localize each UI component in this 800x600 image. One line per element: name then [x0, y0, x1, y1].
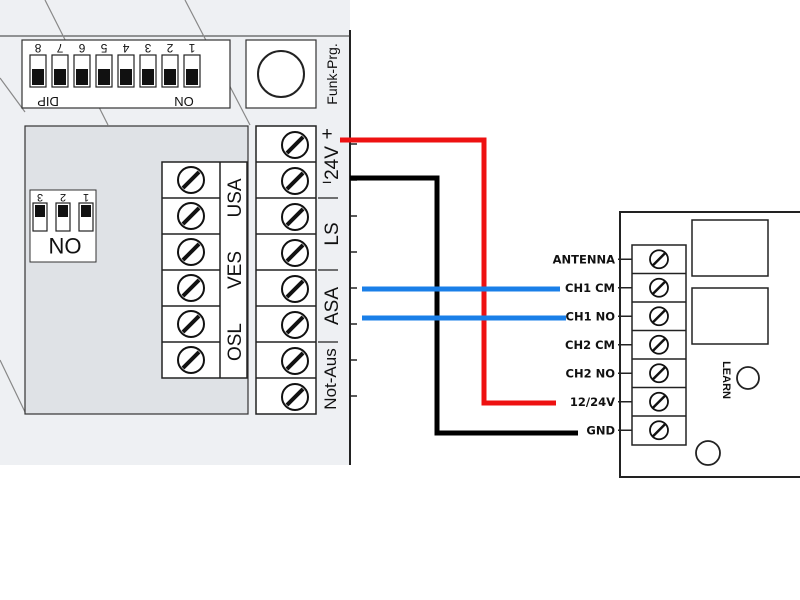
- outer-label-asa: ASA: [322, 287, 343, 325]
- dip-switch-8-toggle-6[interactable]: [76, 69, 88, 85]
- dip-switch-8-on-label: ON: [174, 94, 194, 109]
- outer-label-ls: LS: [322, 222, 343, 245]
- relay-1: [691, 219, 769, 277]
- outer-label-not-aus: Not-Aus: [321, 348, 340, 409]
- dip-switch-3-on-label: ON: [49, 233, 82, 258]
- board-edge-ticks: [350, 143, 357, 397]
- receiver-label-ch1-cm: CH1 CM: [565, 281, 615, 295]
- outer-terminal-screw-6: [281, 311, 309, 339]
- plus-sign: +: [321, 124, 332, 145]
- dip-switch-8-toggle-2[interactable]: [164, 69, 176, 85]
- dip-switch-3-toggle-1[interactable]: [81, 205, 91, 217]
- inner-label-usa: USA: [225, 178, 246, 217]
- black-wire: [350, 175, 578, 436]
- outer-terminal-screw-8: [281, 383, 309, 411]
- dip-switch-8-number-3: 3: [144, 41, 151, 55]
- outer-terminal-screw-7: [281, 347, 309, 375]
- receiver-label-12-24v: 12/24V: [570, 395, 615, 409]
- receiver-terminal-6: [618, 391, 669, 412]
- inner-terminal-screw-5: [177, 310, 205, 338]
- inner-terminal-screw-6: [177, 346, 205, 374]
- dip-switch-8-toggle-3[interactable]: [142, 69, 154, 85]
- inner-terminal-screw-3: [177, 238, 205, 266]
- dip-switch-8-numbers: 8 7 6 5 4 3 2 1: [34, 41, 195, 55]
- outer-terminal-screw-4: [281, 239, 309, 267]
- dip-switch-8-toggle-7[interactable]: [54, 69, 66, 85]
- inner-terminal-screw-2: [177, 202, 205, 230]
- receiver-label-gnd: GND: [586, 423, 615, 437]
- dip-switch-8-number-2: 2: [166, 41, 173, 55]
- relay-2: [691, 287, 769, 345]
- dip-switch-3-number-1: 1: [83, 191, 89, 203]
- receiver-terminal-4: [618, 334, 669, 355]
- dip-switch-8-toggle-4[interactable]: [120, 69, 132, 85]
- minus-sign: −: [322, 173, 332, 192]
- inner-label-ves: VES: [225, 251, 246, 289]
- outer-terminal-block: 24V + − LS ASA Not-Aus: [255, 124, 343, 415]
- learn-label: LEARN: [720, 361, 732, 399]
- dip-switch-8-number-7: 7: [56, 41, 63, 55]
- inner-terminal-screw-1: [177, 166, 205, 194]
- learn-button[interactable]: [736, 366, 760, 390]
- inner-label-osl: OSL: [225, 323, 246, 361]
- dip-switch-3-toggle-2[interactable]: [58, 205, 68, 217]
- funk-prg-button-cap[interactable]: [257, 50, 305, 98]
- dip-switch-3-numbers: 3 2 1: [37, 191, 89, 203]
- dip-switch-3-number-2: 2: [60, 191, 66, 203]
- outer-terminal-screw-1: [281, 131, 309, 159]
- dip-switch-8-toggles: [29, 54, 201, 88]
- receiver-terminal-3: [618, 306, 669, 327]
- funk-prg-label: Funk-Prg.: [324, 43, 340, 104]
- dip-switch-8-number-8: 8: [34, 41, 41, 55]
- dip-switch-8-toggle-8[interactable]: [32, 69, 44, 85]
- receiver-terminal-2: [618, 277, 669, 298]
- receiver-terminal-1: [618, 249, 669, 270]
- dip-switch-3-toggle-3[interactable]: [35, 205, 45, 217]
- inner-terminal-screw-4: [177, 274, 205, 302]
- status-led: [695, 440, 721, 466]
- dip-switch-3-number-3: 3: [37, 191, 43, 203]
- funk-prg-button[interactable]: [245, 39, 317, 109]
- receiver-label-ch2-no: CH2 NO: [566, 366, 616, 380]
- receiver-label-ch1-no: CH1 NO: [566, 309, 616, 323]
- outer-label-24v: 24V: [322, 146, 343, 180]
- dip-switch-8-number-1: 1: [188, 41, 195, 55]
- inner-terminal-block: USA VES OSL: [161, 161, 248, 379]
- wires: [340, 137, 578, 436]
- receiver-label-ch2-cm: CH2 CM: [565, 338, 615, 352]
- dip-switch-8-number-6: 6: [78, 41, 85, 55]
- receiver-terminal-labels: ANTENNA CH1 CM CH1 NO CH2 CM CH2 NO 12/24V GND: [553, 252, 616, 437]
- outer-terminal-screws: [256, 131, 316, 411]
- outer-terminal-screw-3: [281, 203, 309, 231]
- receiver-module: ANTENNA CH1 CM CH1 NO CH2 CM CH2 NO 12/24V GND…: [553, 211, 800, 478]
- dip-switch-3-toggles: [32, 202, 94, 232]
- receiver-label-antenna: ANTENNA: [553, 252, 615, 266]
- receiver-terminal-5: [618, 363, 669, 384]
- outer-terminal-screw-5: [281, 275, 309, 303]
- dip-switch-8: 8 7 6 5 4 3 2 1 DIP ON: [21, 39, 231, 109]
- inner-terminal-screws: [162, 166, 220, 374]
- receiver-terminal-7: [618, 420, 669, 441]
- dip-switch-3: 3 2 1 ON: [29, 189, 97, 263]
- dip-switch-8-toggle-1[interactable]: [186, 69, 198, 85]
- dip-switch-8-toggle-5[interactable]: [98, 69, 110, 85]
- dip-switch-8-label: DIP: [37, 94, 59, 109]
- controller-board: 8 7 6 5 4 3 2 1 DIP ON Funk-Prg. 3 2 1 ON USA VES: [0, 0, 357, 465]
- receiver-terminals: [618, 249, 686, 441]
- dip-switch-8-number-5: 5: [100, 41, 107, 55]
- outer-terminal-screw-2: [281, 167, 309, 195]
- red-wire: [340, 137, 556, 406]
- dip-switch-8-number-4: 4: [122, 41, 129, 55]
